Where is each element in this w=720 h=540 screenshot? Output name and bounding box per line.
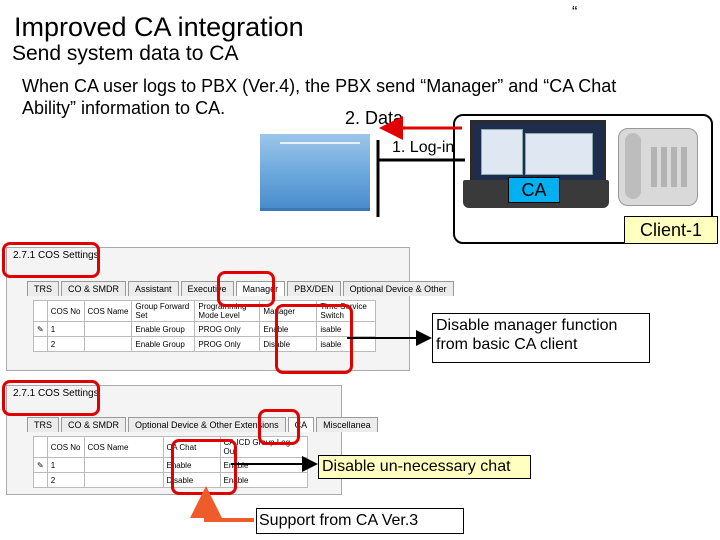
tab-trs[interactable]: TRS xyxy=(27,281,59,296)
login-step-label: 1. Log-in xyxy=(392,139,455,156)
tab-pbx-den[interactable]: PBX/DEN xyxy=(287,281,341,296)
tab-assistant[interactable]: Assistant xyxy=(128,281,179,296)
tab-optional-device[interactable]: Optional Device & Other Extensions xyxy=(128,417,286,432)
panel-title: 2.7.1 COS Settings xyxy=(13,388,99,399)
tab-executive[interactable]: Executive xyxy=(180,281,234,296)
highlight-panel1-title xyxy=(2,242,100,278)
client-label: Client-1 xyxy=(624,216,718,244)
panel-title: 2.7.1 COS Settings xyxy=(13,250,99,261)
tab-trs[interactable]: TRS xyxy=(27,417,59,432)
client-frame xyxy=(453,114,713,244)
highlight-ca-tab xyxy=(258,409,300,445)
laptop-screen-image xyxy=(470,120,606,188)
body-text-line2: Ability” information to CA. xyxy=(22,98,226,118)
highlight-panel2-title xyxy=(2,380,100,416)
slide-title: Improved CA integration xyxy=(14,12,304,42)
tab-bar: TRS CO & SMDR Assistant Executive Manage… xyxy=(27,281,454,296)
quote-mark: “ xyxy=(572,4,578,21)
cell[interactable]: isable xyxy=(316,336,377,352)
note-support-ver3: Support from CA Ver.3 xyxy=(256,508,464,534)
tab-co-smdr[interactable]: CO & SMDR xyxy=(61,417,127,432)
support-arrow xyxy=(190,486,254,522)
pbx-server-image xyxy=(260,134,370,211)
tab-miscellanea[interactable]: Miscellanea xyxy=(316,417,378,432)
highlight-manager-tab xyxy=(217,271,275,307)
body-text-line1: When CA user logs to PBX (Ver.4), the PB… xyxy=(22,76,617,96)
tab-bar: TRS CO & SMDR Optional Device & Other Ex… xyxy=(27,417,378,432)
desk-phone-image xyxy=(618,128,698,206)
tab-optional-device[interactable]: Optional Device & Other xyxy=(342,281,454,296)
tab-ca[interactable]: CA xyxy=(287,417,315,432)
cos-table-ca: COS No COS Name CA Chat CA ICD Group Log… xyxy=(33,436,308,488)
note-disable-chat: Disable un-necessary chat xyxy=(318,455,531,479)
slide-subtitle: Send system data to CA xyxy=(12,42,239,65)
cos-settings-panel-ca: 2.7.1 COS Settings TRS CO & SMDR Optiona… xyxy=(6,385,378,495)
ca-label: CA xyxy=(508,177,560,203)
tab-co-smdr[interactable]: CO & SMDR xyxy=(61,281,127,296)
note-disable-manager: Disable manager function from basic CA c… xyxy=(432,313,650,363)
